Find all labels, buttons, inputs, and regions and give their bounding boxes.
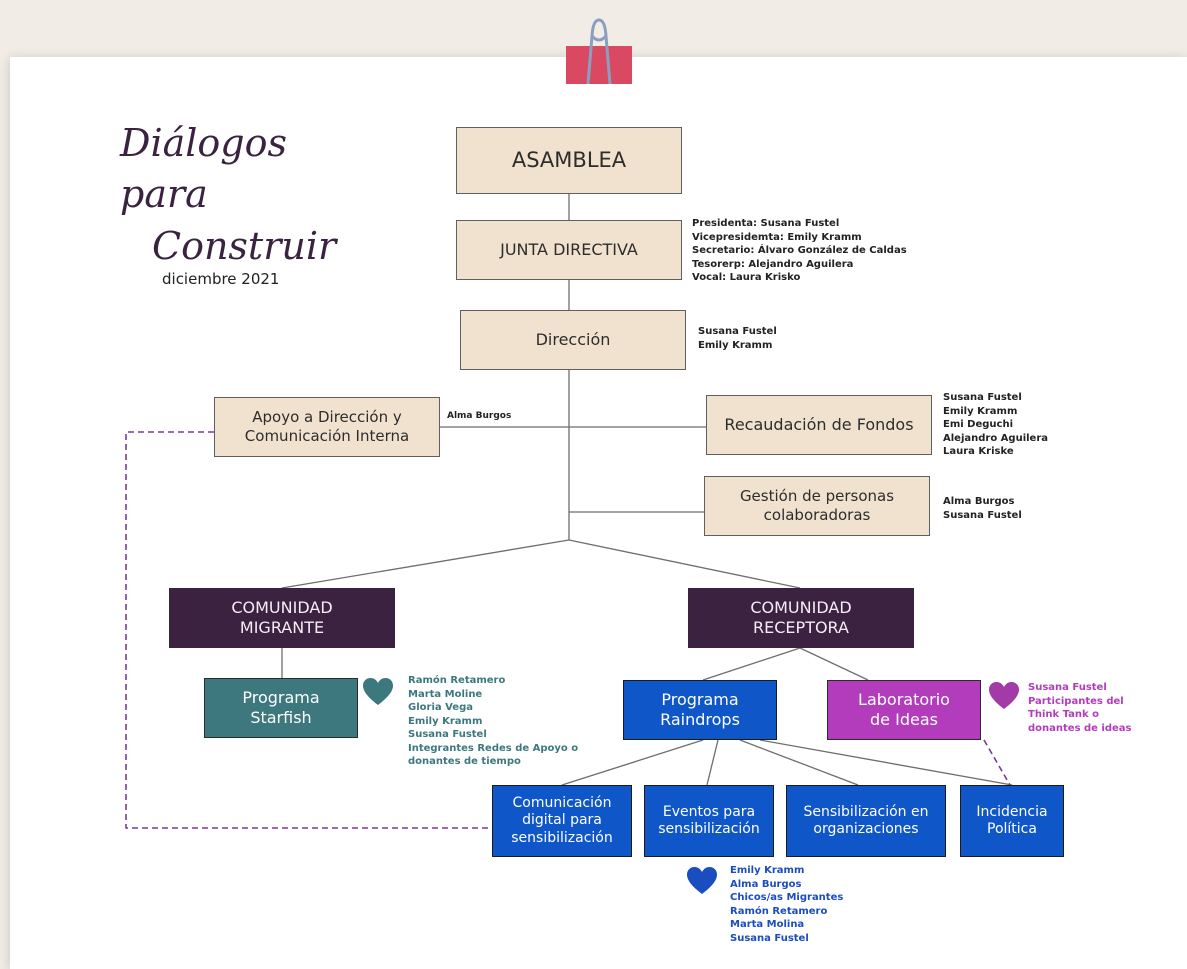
starfish-member: Gloria Vega [408, 702, 473, 713]
node-direccion: Dirección [460, 310, 686, 370]
node-incidencia-label-1: Incidencia [976, 803, 1048, 820]
node-junta-label: JUNTA DIRECTIVA [500, 240, 638, 259]
junta-member: Vicepresidemta: Emily Kramm [692, 231, 862, 243]
title-line-2: Construir [152, 223, 337, 268]
node-migrante-label-2: MIGRANTE [239, 618, 325, 637]
node-migrante-label-1: COMUNIDAD [231, 598, 333, 617]
node-receptora-label-1: COMUNIDAD [750, 598, 852, 617]
node-comunidad-receptora: COMUNIDAD RECEPTORA [688, 588, 914, 648]
node-asamblea: ASAMBLEA [456, 127, 682, 194]
node-comunicacion-label-1: Comunicación [512, 794, 612, 811]
starfish-member: Marta Moline [408, 688, 483, 700]
junta-member: Tesorerp: Alejandro Aguilera [692, 258, 854, 270]
node-incidencia-label-2: Política [987, 821, 1037, 837]
node-laboratorio-label-2: de Ideas [870, 710, 938, 729]
raindrops-member: Marta Molina [730, 919, 805, 930]
node-starfish-label-2: Starfish [250, 708, 312, 727]
node-incidencia-politica: Incidencia Política [960, 785, 1064, 857]
node-recaudacion-label: Recaudación de Fondos [724, 415, 914, 434]
title-line-1: Diálogos para [120, 121, 288, 217]
starfish-member: Integrantes Redes de Apoyo o [408, 742, 579, 754]
heart-icon [363, 678, 393, 705]
node-direccion-label: Dirección [535, 330, 611, 349]
node-programa-starfish: Programa Starfish [204, 678, 358, 738]
starfish-member: Emily Kramm [408, 715, 483, 727]
node-gestion-label-1: Gestión de personas [739, 487, 895, 506]
starfish-member: donantes de tiempo [408, 756, 521, 767]
starfish-member: Susana Fustel [408, 729, 487, 740]
node-comunidad-migrante: COMUNIDAD MIGRANTE [169, 588, 395, 648]
node-laboratorio-ideas: Laboratorio de Ideas [827, 680, 981, 740]
gestion-member: Alma Burgos [943, 496, 1015, 507]
node-laboratorio-label-1: Laboratorio [858, 690, 950, 709]
recaudacion-member: Laura Kriske [943, 446, 1014, 457]
date-label: diciembre 2021 [162, 270, 280, 288]
node-gestion-personas: Gestión de personas colaboradoras [704, 476, 930, 536]
node-eventos-label-2: sensibilización [658, 821, 760, 837]
raindrops-member: Emily Kramm [730, 865, 805, 876]
recaudacion-member: Emily Kramm [943, 405, 1018, 417]
node-eventos-sensibilizacion: Eventos para sensibilización [644, 785, 774, 857]
node-apoyo-label-2: Comunicación Interna [244, 427, 410, 445]
starfish-member: Ramón Retamero [408, 675, 506, 686]
laboratorio-member: Susana Fustel [1028, 682, 1107, 693]
raindrops-members: Emily Kramm Alma Burgos Chicos/as Migran… [730, 864, 843, 945]
laboratorio-member: Think Tank o [1028, 709, 1100, 720]
node-comunicacion-label-3: sensibilización [511, 829, 613, 846]
raindrops-member: Chicos/as Migrantes [730, 892, 844, 903]
node-raindrops-label-2: Raindrops [660, 710, 740, 729]
node-sensibilizacion-organizaciones: Sensibilización en organizaciones [786, 785, 946, 857]
heart-icon [687, 867, 717, 894]
starfish-members: Ramón Retamero Marta Moline Gloria Vega … [408, 674, 578, 769]
node-apoyo-label-1: Apoyo a Dirección y [252, 408, 402, 427]
node-comunicacion-digital: Comunicación digital para sensibilizació… [492, 785, 632, 857]
junta-member: Vocal: Laura Krisko [692, 272, 801, 283]
organization-title: Diálogos para Construir [120, 118, 380, 272]
node-apoyo-direccion: Apoyo a Dirección y Comunicación Interna [214, 397, 440, 457]
junta-member: Secretario: Álvaro González de Caldas [692, 245, 907, 256]
node-asamblea-label: ASAMBLEA [511, 148, 627, 173]
gestion-members: Alma Burgos Susana Fustel [943, 495, 1022, 522]
raindrops-member: Alma Burgos [730, 878, 802, 890]
direccion-member: Emily Kramm [698, 339, 773, 351]
node-programa-raindrops: Programa Raindrops [623, 680, 777, 740]
direccion-members: Susana Fustel Emily Kramm [698, 325, 777, 352]
node-starfish-label-1: Programa [242, 688, 320, 707]
node-junta-directiva: JUNTA DIRECTIVA [456, 220, 682, 280]
recaudacion-member: Alejandro Aguilera [943, 432, 1049, 444]
node-sensibilizacion-label-2: organizaciones [813, 821, 919, 837]
junta-member: Presidenta: Susana Fustel [692, 218, 840, 229]
node-sensibilizacion-label-1: Sensibilización en [803, 803, 929, 820]
node-receptora-label-2: RECEPTORA [753, 618, 849, 637]
recaudacion-members: Susana Fustel Emily Kramm Emi Deguchi Al… [943, 391, 1048, 459]
laboratorio-member: donantes de ideas [1028, 722, 1132, 734]
laboratorio-member: Participantes del [1028, 695, 1124, 707]
laboratorio-members: Susana Fustel Participantes del Think Ta… [1028, 681, 1132, 735]
node-raindrops-label-1: Programa [661, 690, 739, 709]
node-recaudacion: Recaudación de Fondos [706, 395, 932, 455]
heart-icon [989, 682, 1019, 709]
raindrops-member: Ramón Retamero [730, 905, 828, 917]
direccion-member: Susana Fustel [698, 326, 777, 337]
node-comunicacion-label-2: digital para [522, 812, 602, 829]
recaudacion-member: Susana Fustel [943, 392, 1022, 403]
raindrops-member: Susana Fustel [730, 932, 809, 944]
node-gestion-label-2: colaboradoras [763, 506, 871, 524]
recaudacion-member: Emi Deguchi [943, 419, 1013, 430]
apoyo-member: Alma Burgos [447, 411, 512, 421]
apoyo-members: Alma Burgos [447, 410, 511, 422]
gestion-member: Susana Fustel [943, 509, 1022, 521]
binder-clip-icon [566, 18, 632, 84]
node-eventos-label-1: Eventos para [662, 803, 756, 820]
junta-members: Presidenta: Susana Fustel Vicepresidemta… [692, 217, 907, 285]
